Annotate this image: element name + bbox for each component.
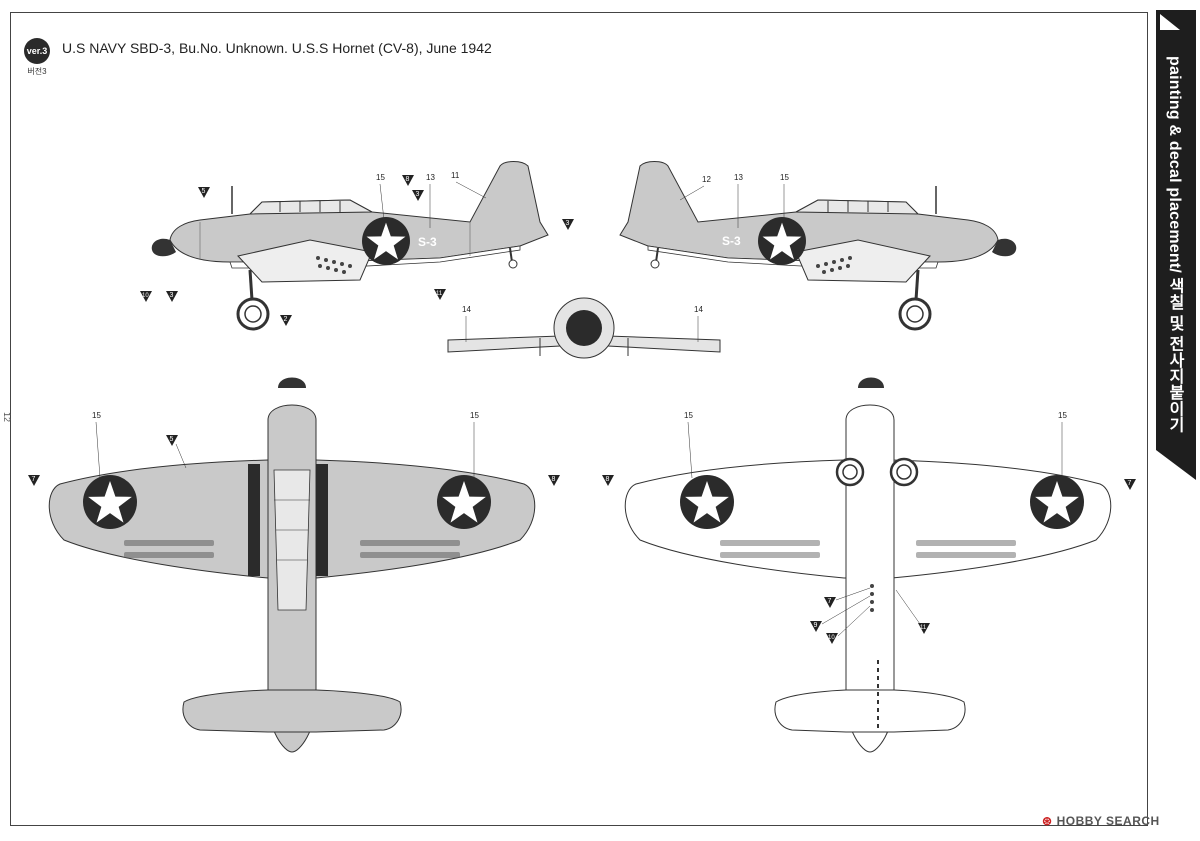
callout-label: 14: [462, 305, 471, 314]
triangle-callout-2: 2: [280, 315, 292, 326]
tail-code-right: S-3: [722, 234, 741, 248]
top-view: [48, 377, 536, 753]
callouts: 15 13 11 5 8 3 3 10 3 11 2 12 13 15 14 1…: [28, 171, 1136, 644]
callout-label: 15: [780, 173, 789, 182]
callout-label: 15: [92, 411, 101, 420]
callout-label: 15: [684, 411, 693, 420]
triangle-callout-7-top: 7: [28, 475, 40, 486]
triangle-callout-5-top: 5: [166, 435, 178, 446]
callout-label: 11: [451, 171, 460, 180]
triangle-callout-11-bottom: 11: [918, 623, 930, 634]
svg-text:11: 11: [920, 625, 927, 631]
triangle-callout-8: 8: [402, 175, 414, 186]
left-side-profile: S-3: [151, 161, 549, 331]
callout-label: 15: [470, 411, 479, 420]
svg-text:5: 5: [202, 188, 206, 195]
front-view: [447, 297, 721, 359]
callout-label: 12: [702, 175, 711, 184]
triangle-callout-10-bottom: 10: [826, 633, 838, 644]
callout-label: 15: [376, 173, 385, 182]
svg-text:3: 3: [566, 220, 570, 227]
svg-text:10: 10: [142, 293, 149, 299]
side-tab-label: painting & decal placement/ 색칠 및 전사지붙이기: [1166, 56, 1183, 433]
triangle-callout-7-belly: 7: [824, 597, 836, 608]
triangle-callout-8-bottom: 8: [602, 475, 614, 486]
bottom-view: [624, 377, 1112, 753]
svg-text:11: 11: [436, 291, 443, 297]
paw-logo-icon: ⊛: [1042, 814, 1053, 828]
svg-text:2: 2: [284, 316, 288, 323]
tail-code: S-3: [418, 235, 437, 249]
page-frame: [10, 12, 1148, 826]
svg-text:3: 3: [416, 191, 420, 198]
triangle-marker-icon: [1160, 14, 1180, 30]
svg-text:3: 3: [170, 292, 174, 299]
version-badge: ver.3: [24, 38, 50, 64]
watermark: ⊛HOBBY SEARCH: [1042, 814, 1160, 828]
callout-label: 15: [1058, 411, 1067, 420]
triangle-callout-5: 5: [198, 187, 210, 198]
callout-label: 13: [734, 173, 743, 182]
version-sub-label: 버전3: [27, 67, 47, 76]
triangle-callout-3b: 3: [562, 219, 574, 230]
triangle-callout-3c: 3: [166, 291, 178, 302]
svg-text:8: 8: [606, 476, 610, 483]
watermark-text: HOBBY SEARCH: [1056, 814, 1160, 828]
side-tab-background: [1156, 10, 1196, 480]
svg-text:8: 8: [406, 176, 410, 183]
triangle-callout-3: 3: [412, 190, 424, 201]
svg-text:7: 7: [828, 598, 832, 605]
svg-text:8: 8: [552, 476, 556, 483]
svg-text:9: 9: [814, 622, 818, 629]
svg-text:7: 7: [1128, 480, 1132, 487]
right-side-profile: [619, 161, 1017, 331]
triangle-callout-11: 11: [434, 289, 446, 300]
triangle-callout-7-bottom: 7: [1124, 479, 1136, 490]
callout-label: 14: [694, 305, 703, 314]
triangle-callout-10: 10: [140, 291, 152, 302]
callout-label: 13: [426, 173, 435, 182]
page-title: U.S NAVY SBD-3, Bu.No. Unknown. U.S.S Ho…: [62, 40, 492, 56]
svg-text:5: 5: [170, 436, 174, 443]
svg-text:10: 10: [828, 635, 835, 641]
triangle-callout-9: 9: [810, 621, 822, 632]
triangle-callout-8-top: 8: [548, 475, 560, 486]
svg-text:7: 7: [32, 476, 36, 483]
